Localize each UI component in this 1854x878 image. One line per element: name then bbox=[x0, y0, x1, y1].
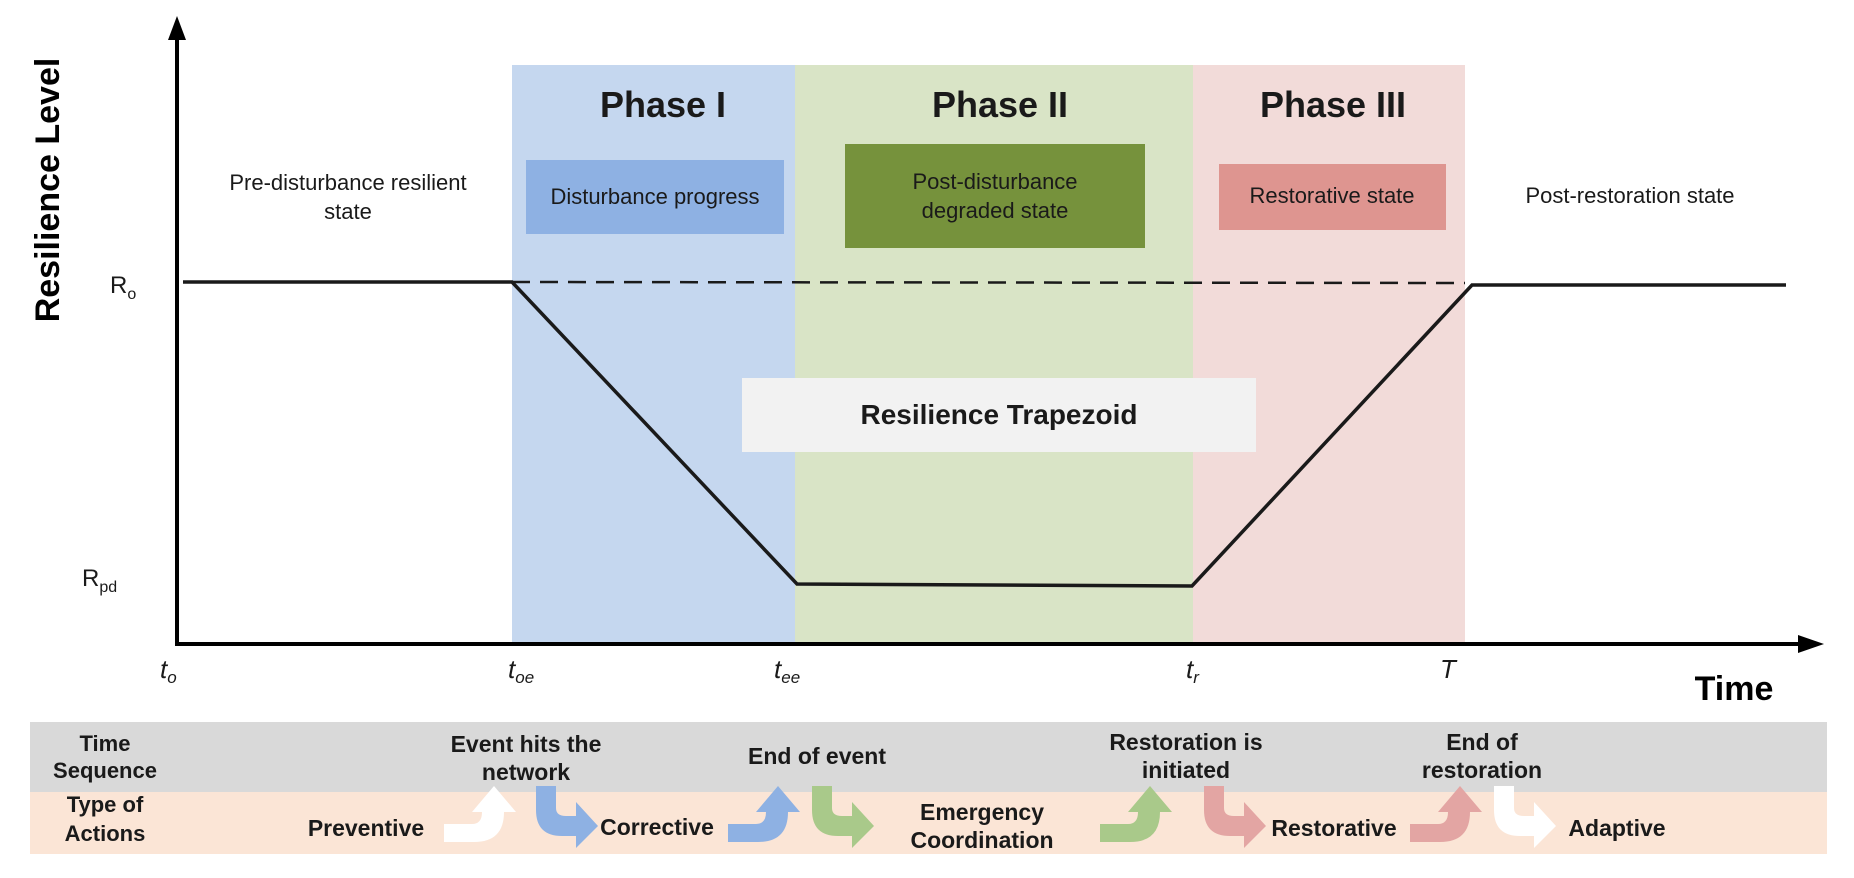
ro-dashed-line bbox=[511, 280, 1466, 285]
phase-2-state-label-line2: degraded state bbox=[922, 198, 1069, 223]
type-of-actions-header-line1: Type of bbox=[67, 792, 144, 817]
arrow-up-green-icon bbox=[1100, 786, 1172, 842]
action-restorative: Restorative bbox=[1271, 815, 1396, 841]
phase-3-title: Phase III bbox=[1260, 84, 1406, 125]
action-preventive: Preventive bbox=[308, 815, 424, 841]
event-hits-network-line2: network bbox=[482, 759, 570, 785]
phase-3-state-label: Restorative state bbox=[1249, 183, 1414, 208]
arrow-up-red-icon bbox=[1410, 786, 1482, 842]
x-axis-title: Time bbox=[1695, 670, 1774, 708]
phase-1-state-label: Disturbance progress bbox=[550, 184, 759, 209]
arrow-down-white-icon bbox=[1494, 786, 1556, 848]
pre-disturbance-state-line1: Pre-disturbance resilient bbox=[229, 170, 466, 195]
pre-disturbance-state-line2: state bbox=[324, 199, 372, 224]
arrow-up-blue-icon bbox=[728, 786, 800, 842]
time-tick-tr: tr bbox=[1186, 654, 1200, 687]
resilience-curve bbox=[183, 280, 1786, 588]
arrow-down-red-icon bbox=[1204, 786, 1266, 848]
phase-2-state-box bbox=[845, 144, 1145, 248]
phase-2-state-label-line1: Post-disturbance bbox=[912, 169, 1077, 194]
action-adaptive: Adaptive bbox=[1568, 815, 1665, 841]
time-sequence-header-line2: Sequence bbox=[53, 758, 157, 783]
type-of-actions-header-line2: Actions bbox=[65, 821, 146, 846]
time-sequence-header-line1: Time bbox=[80, 731, 131, 756]
phase-3-band bbox=[1193, 65, 1465, 643]
phase-1-band bbox=[512, 65, 795, 643]
phase-3-state-box bbox=[1219, 164, 1446, 230]
r-level-ro: Ro bbox=[110, 272, 136, 303]
r-level-rpd: Rpd bbox=[82, 565, 117, 596]
end-of-restoration-line2: restoration bbox=[1422, 757, 1542, 783]
end-of-event: End of event bbox=[748, 743, 886, 769]
phase-1-title: Phase I bbox=[600, 84, 726, 125]
arrow-down-green-icon bbox=[812, 786, 874, 848]
x-axis-arrowhead bbox=[1798, 635, 1824, 653]
event-hits-network-line1: Event hits the bbox=[451, 731, 602, 757]
post-restoration-state: Post-restoration state bbox=[1525, 183, 1734, 208]
phase-2-title: Phase II bbox=[932, 84, 1068, 125]
phase-1-state-box bbox=[526, 160, 784, 234]
trapezoid-label: Resilience Trapezoid bbox=[861, 399, 1138, 430]
time-tick-T: T bbox=[1440, 654, 1458, 684]
y-axis-title: Resilience Level bbox=[29, 58, 67, 323]
time-tick-tee: tee bbox=[774, 654, 800, 687]
action-emergency-coordination-line2: Coordination bbox=[910, 827, 1053, 853]
y-axis-arrowhead bbox=[168, 16, 186, 40]
arrow-up-white-icon bbox=[444, 786, 516, 842]
action-corrective: Corrective bbox=[600, 814, 714, 840]
time-tick-toe: toe bbox=[508, 654, 534, 687]
end-of-restoration-line1: End of bbox=[1446, 729, 1518, 755]
time-tick-to: to bbox=[160, 654, 177, 687]
restoration-initiated-line1: Restoration is bbox=[1109, 729, 1262, 755]
arrow-down-blue-icon bbox=[536, 786, 598, 848]
action-emergency-coordination-line1: Emergency bbox=[920, 799, 1044, 825]
time-sequence-row bbox=[30, 722, 1827, 792]
trapezoid-label-box bbox=[742, 378, 1256, 452]
restoration-initiated-line2: initiated bbox=[1142, 757, 1230, 783]
